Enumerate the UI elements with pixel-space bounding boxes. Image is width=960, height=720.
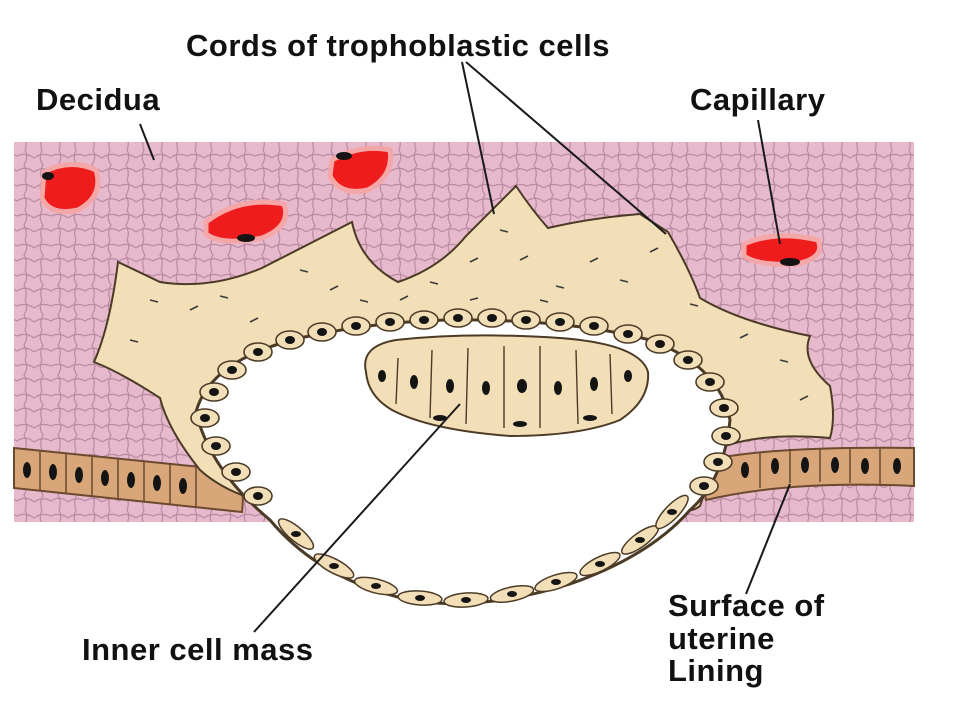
leader-lines bbox=[139, 61, 791, 633]
leader-cords-left bbox=[461, 61, 495, 215]
label-decidua: Decidua bbox=[36, 82, 161, 117]
leader-surface bbox=[745, 483, 791, 595]
inner-cell-mass-nuclei bbox=[378, 370, 632, 427]
label-capillary: Capillary bbox=[690, 82, 826, 117]
capillary-vessels bbox=[39, 145, 823, 267]
label-cords-of-trophoblastic-cells: Cords of trophoblastic cells bbox=[186, 28, 610, 63]
epithelium-nuclei bbox=[23, 457, 901, 494]
trophoblast-ring-nuclei bbox=[200, 314, 731, 500]
leader-decidua bbox=[139, 123, 155, 161]
label-surface-line-1: Surface of bbox=[668, 588, 825, 623]
leader-capillary bbox=[757, 119, 781, 245]
leader-inner-cell-mass bbox=[253, 403, 461, 633]
lower-wall-nuclei bbox=[291, 509, 677, 603]
label-surface-line-2: uterine bbox=[668, 620, 775, 656]
uterine-epithelium-right bbox=[698, 446, 915, 502]
label-inner-cell-mass: Inner cell mass bbox=[82, 632, 314, 667]
inner-cell-mass-walls bbox=[395, 346, 613, 428]
label-surface-of-uterine-lining: Surface of uterine Lining bbox=[668, 588, 825, 689]
leader-cords-right bbox=[465, 61, 667, 235]
epithelium-cell-walls bbox=[39, 448, 881, 507]
trophoblast-dashes bbox=[129, 229, 809, 401]
label-surface-line-3: Lining bbox=[668, 653, 764, 689]
